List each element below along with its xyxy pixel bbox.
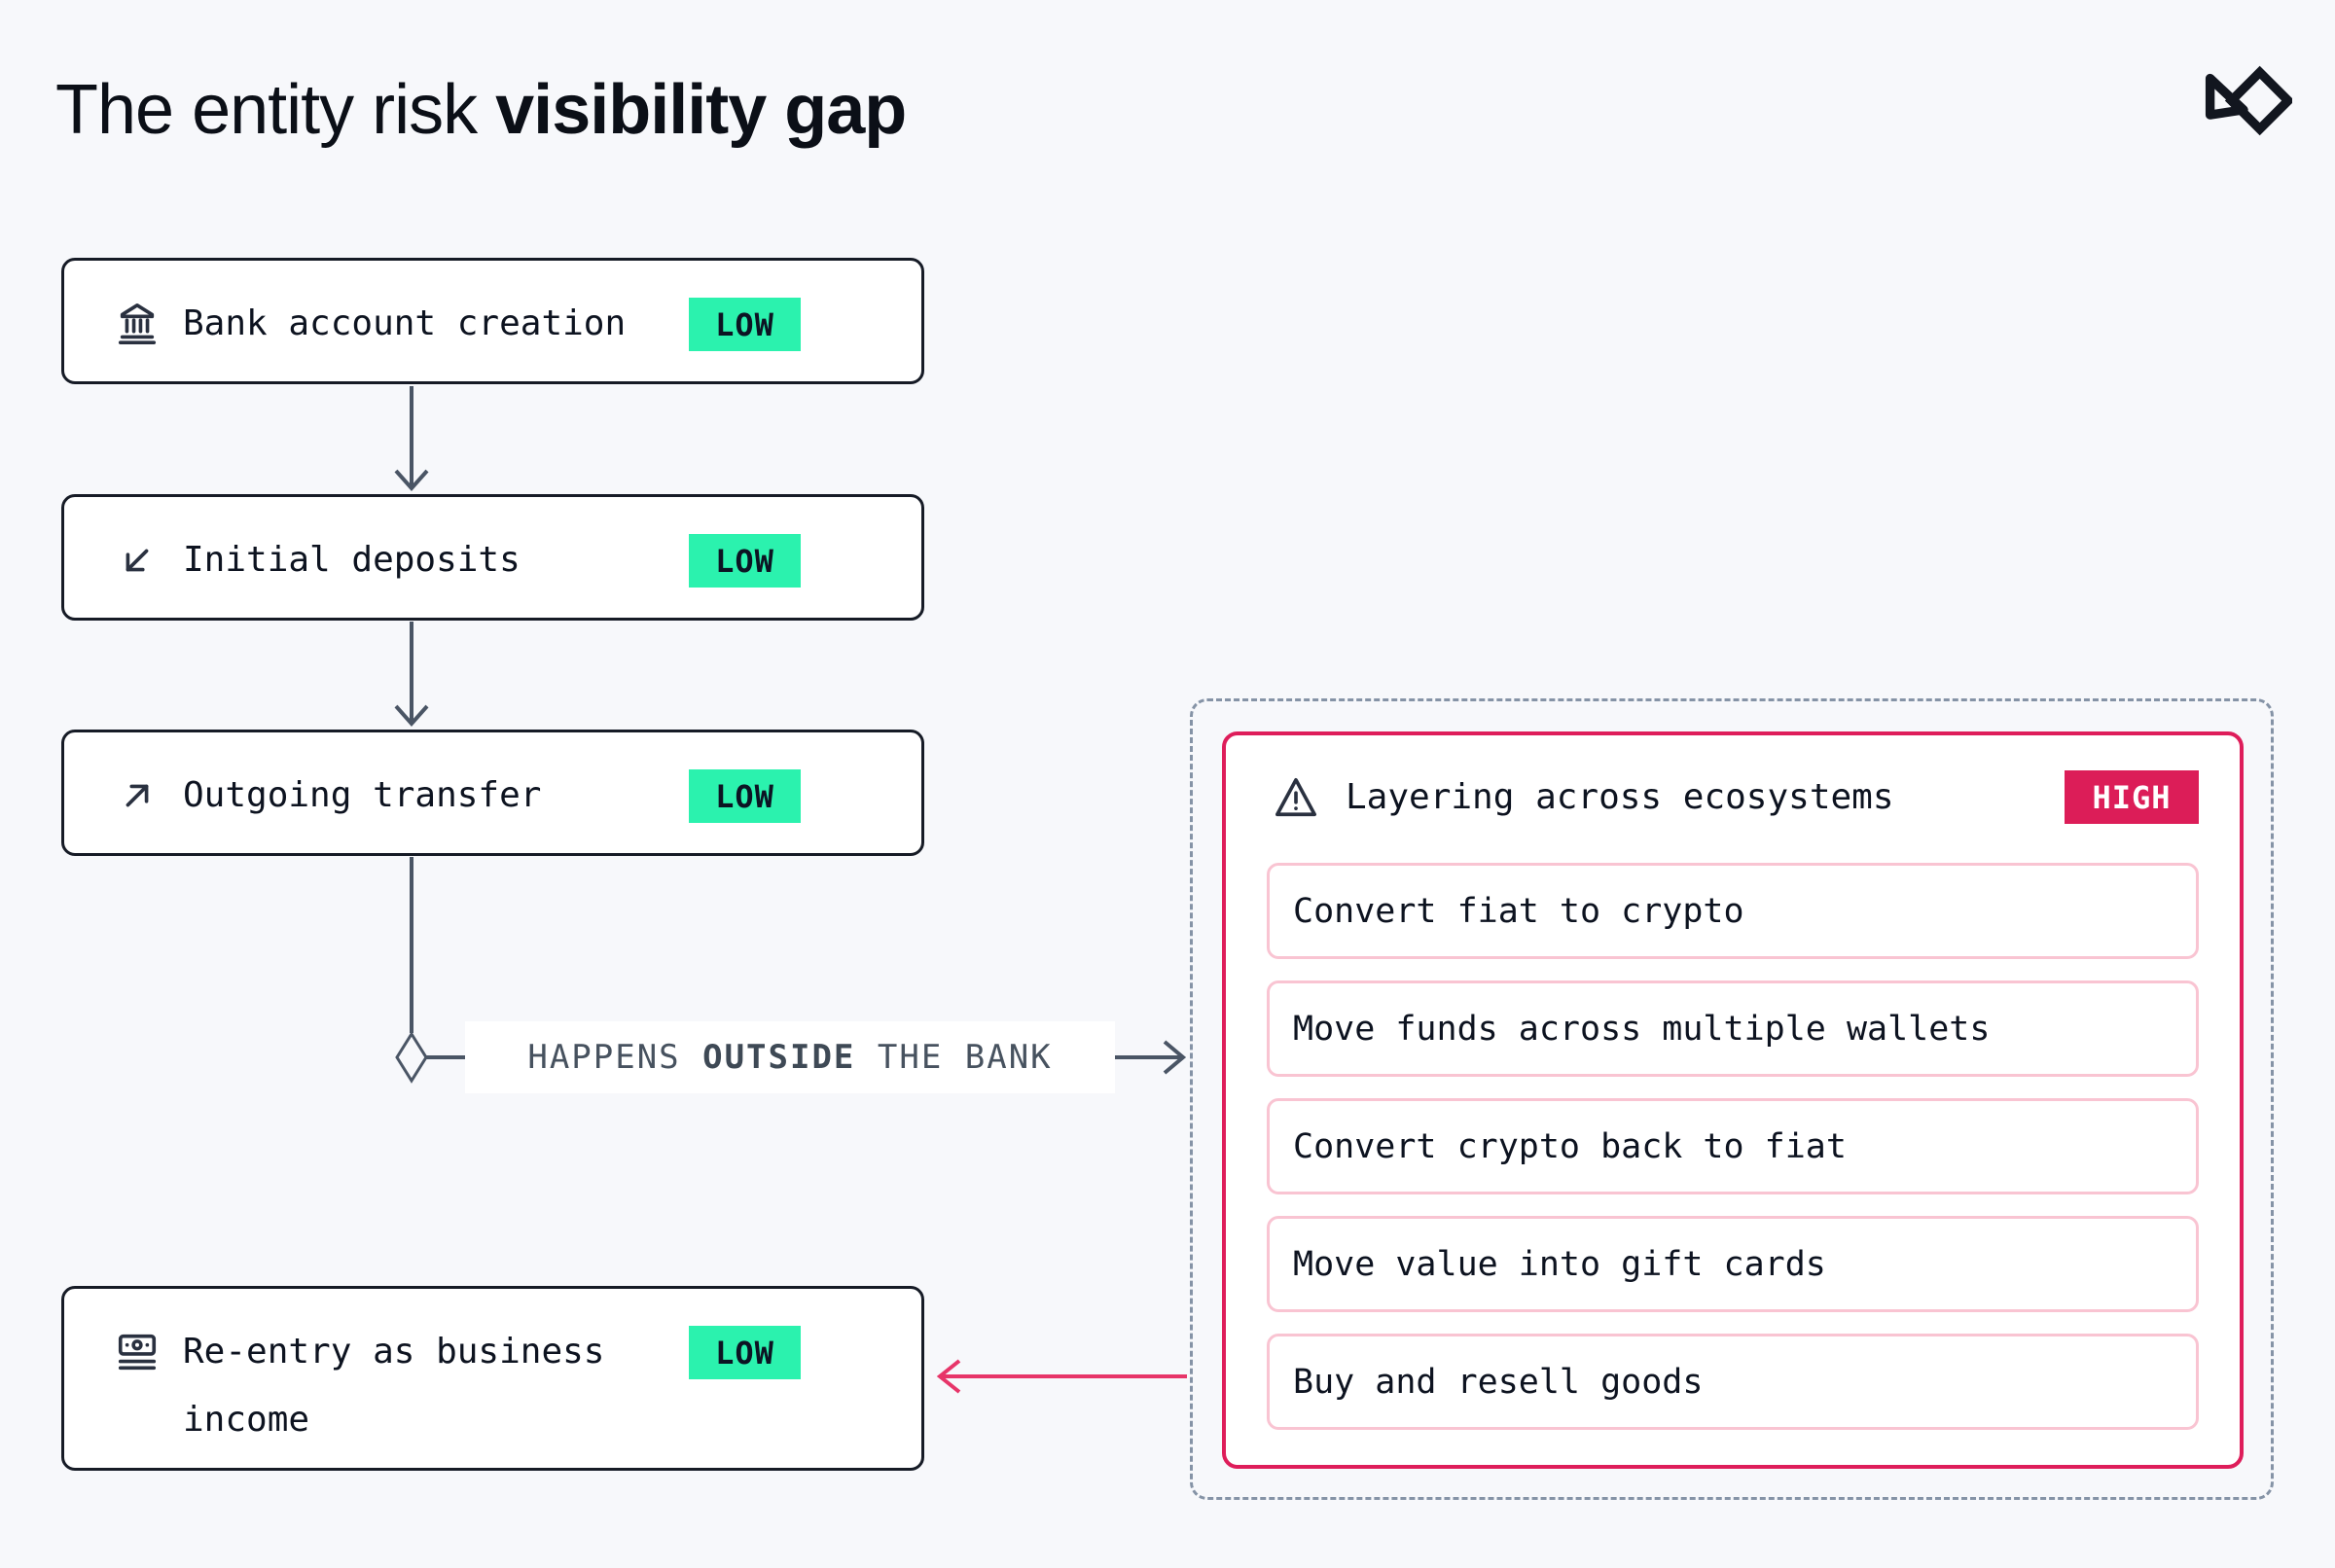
flow-node-label: Re-entry as business income [183, 1332, 605, 1440]
layering-item: Move funds across multiple wallets [1267, 980, 2199, 1077]
arrowhead-down-2 [394, 704, 429, 728]
visibility-gap-dashed-zone [1190, 698, 2274, 1500]
flow-node-label: Bank account creation [183, 303, 627, 343]
flow-node-label: Outgoing transfer [183, 775, 542, 815]
risk-badge-low: LOW [689, 1326, 801, 1379]
outside-bank-label-bold: OUTSIDE [702, 1038, 856, 1077]
flow-node-initial-deposits: Initial deposits LOW [61, 494, 924, 621]
risk-badge-low: LOW [689, 298, 801, 351]
warning-icon [1274, 775, 1318, 820]
flow-node-outgoing-transfer: Outgoing transfer LOW [61, 730, 924, 856]
layering-item: Convert fiat to crypto [1267, 863, 2199, 959]
flow-node-bank-account-creation: Bank account creation LOW [61, 258, 924, 384]
flow-node-reentry-business-income: Re-entry as business income LOW [61, 1286, 924, 1471]
layering-card-title: Layering across ecosystems [1346, 777, 1894, 817]
layering-item: Buy and resell goods [1267, 1334, 2199, 1430]
arrow-up-right-icon [115, 773, 160, 818]
page-title-regular: The entity risk [55, 71, 496, 149]
page-title-bold: visibility gap [495, 71, 907, 149]
brand-logo-icon [2195, 64, 2295, 136]
layering-item: Convert crypto back to fiat [1267, 1098, 2199, 1194]
diamond-connector [395, 1031, 428, 1084]
flow-node-label: Initial deposits [183, 540, 521, 580]
risk-badge-high: HIGH [2065, 770, 2199, 824]
outside-bank-label-pre: HAPPENS [527, 1038, 703, 1077]
page-title: The entity risk visibility gap [55, 71, 907, 149]
bank-icon [115, 302, 160, 346]
layering-item-list: Convert fiat to crypto Move funds across… [1267, 863, 2199, 1430]
risk-badge-low: LOW [689, 534, 801, 588]
outside-bank-label-post: THE BANK [855, 1038, 1053, 1077]
arrowhead-left-pink [936, 1359, 961, 1394]
arrowhead-down-1 [394, 469, 429, 492]
layering-item: Move value into gift cards [1267, 1216, 2199, 1312]
risk-badge-low: LOW [689, 769, 801, 823]
layering-card-header: Layering across ecosystems HIGH [1267, 770, 2199, 824]
arrow-down-left-icon [115, 538, 160, 583]
arrowhead-right [1163, 1040, 1187, 1075]
layering-card: Layering across ecosystems HIGH Convert … [1222, 731, 2244, 1469]
banknote-icon [115, 1330, 160, 1374]
outside-bank-label: HAPPENS OUTSIDE THE BANK [465, 1021, 1115, 1093]
